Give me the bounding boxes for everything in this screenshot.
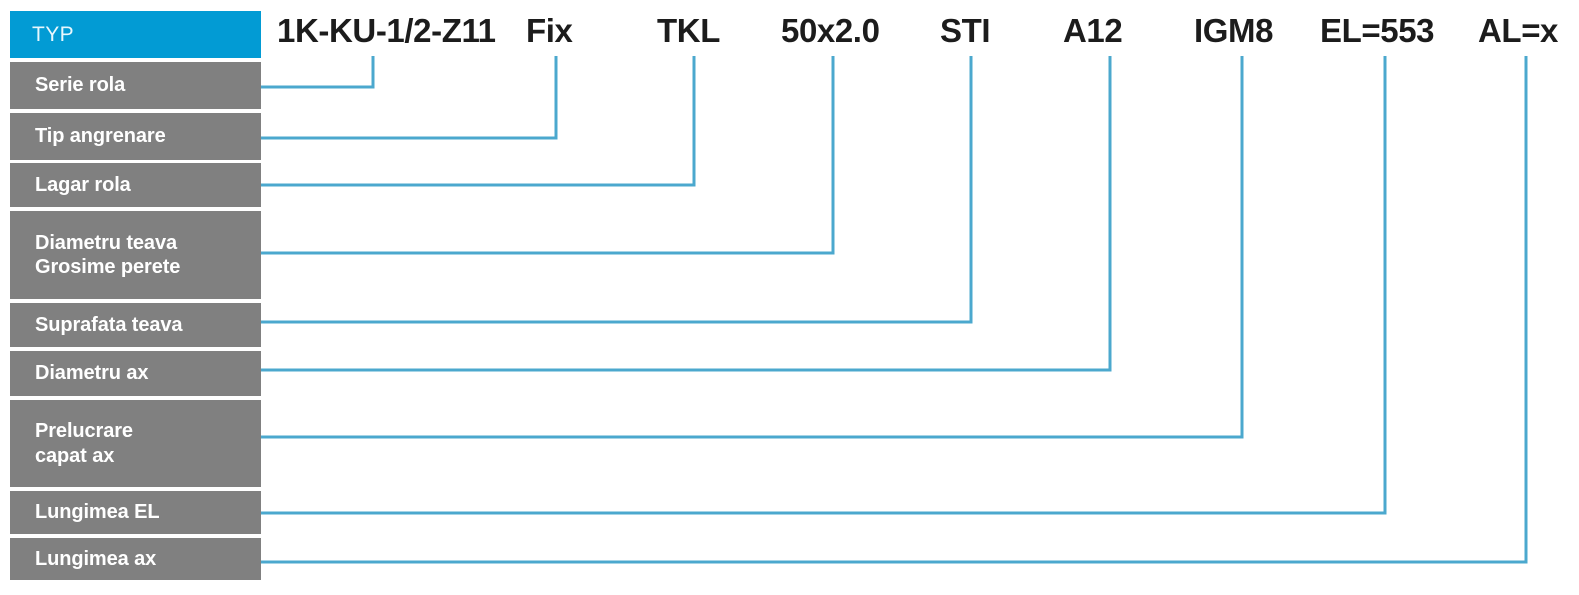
code-lagar-rola: TKL — [657, 12, 720, 49]
row-lungimea-el-label: Lungimea EL — [35, 501, 160, 524]
connector-lungimea-ax — [261, 56, 1528, 564]
connector-serie-rola — [261, 56, 375, 89]
row-lungimea-ax: Lungimea ax — [10, 538, 261, 580]
code-serie-rola: 1K-KU-1/2-Z11 — [277, 12, 496, 49]
row-header-typ-label: TYP — [32, 22, 75, 46]
row-serie-rola-label: Serie rola — [35, 74, 126, 97]
row-prelucrare-capat-ax-label: Prelucrare — [35, 420, 133, 443]
code-lungimea-ax: AL=x — [1478, 12, 1559, 49]
code-tip-angrenare: Fix — [526, 12, 573, 49]
row-lungimea-ax-label: Lungimea ax — [35, 547, 157, 570]
row-lagar-rola-label: Lagar rola — [35, 173, 131, 196]
row-diametru-teava-grosime-perete-label: Diametru teava — [35, 231, 177, 254]
connector-tip-angrenare — [261, 56, 558, 140]
code-diametru-teava-grosime-perete: 50x2.0 — [781, 12, 880, 49]
code-suprafata-teava: STI — [940, 12, 991, 49]
row-diametru-teava-grosime-perete-label-line2: Grosime perete — [35, 256, 181, 278]
connector-suprafata-teava — [261, 56, 973, 324]
connector-prelucrare-capat-ax — [261, 56, 1244, 439]
row-header-typ: TYP — [10, 11, 261, 58]
row-lagar-rola: Lagar rola — [10, 163, 261, 207]
row-tip-angrenare: Tip angrenare — [10, 113, 261, 160]
row-diametru-ax-label: Diametru ax — [35, 362, 149, 385]
connector-lagar-rola — [261, 56, 696, 187]
connector-diametru-teava-grosime-perete — [261, 56, 835, 255]
connector-lungimea-el — [261, 56, 1387, 515]
row-lungimea-el: Lungimea EL — [10, 491, 261, 534]
row-suprafata-teava: Suprafata teava — [10, 303, 261, 347]
row-tip-angrenare-label: Tip angrenare — [35, 125, 166, 148]
code-diametru-ax: A12 — [1063, 12, 1123, 49]
row-serie-rola: Serie rola — [10, 62, 261, 109]
code-lungimea-el: EL=553 — [1320, 12, 1435, 49]
row-diametru-ax: Diametru ax — [10, 351, 261, 396]
row-prelucrare-capat-ax-label-line2: capat ax — [35, 444, 115, 467]
row-suprafata-teava-label: Suprafata teava — [35, 313, 183, 336]
code-prelucrare-capat-ax: IGM8 — [1194, 12, 1274, 49]
connector-diametru-ax — [261, 56, 1112, 372]
